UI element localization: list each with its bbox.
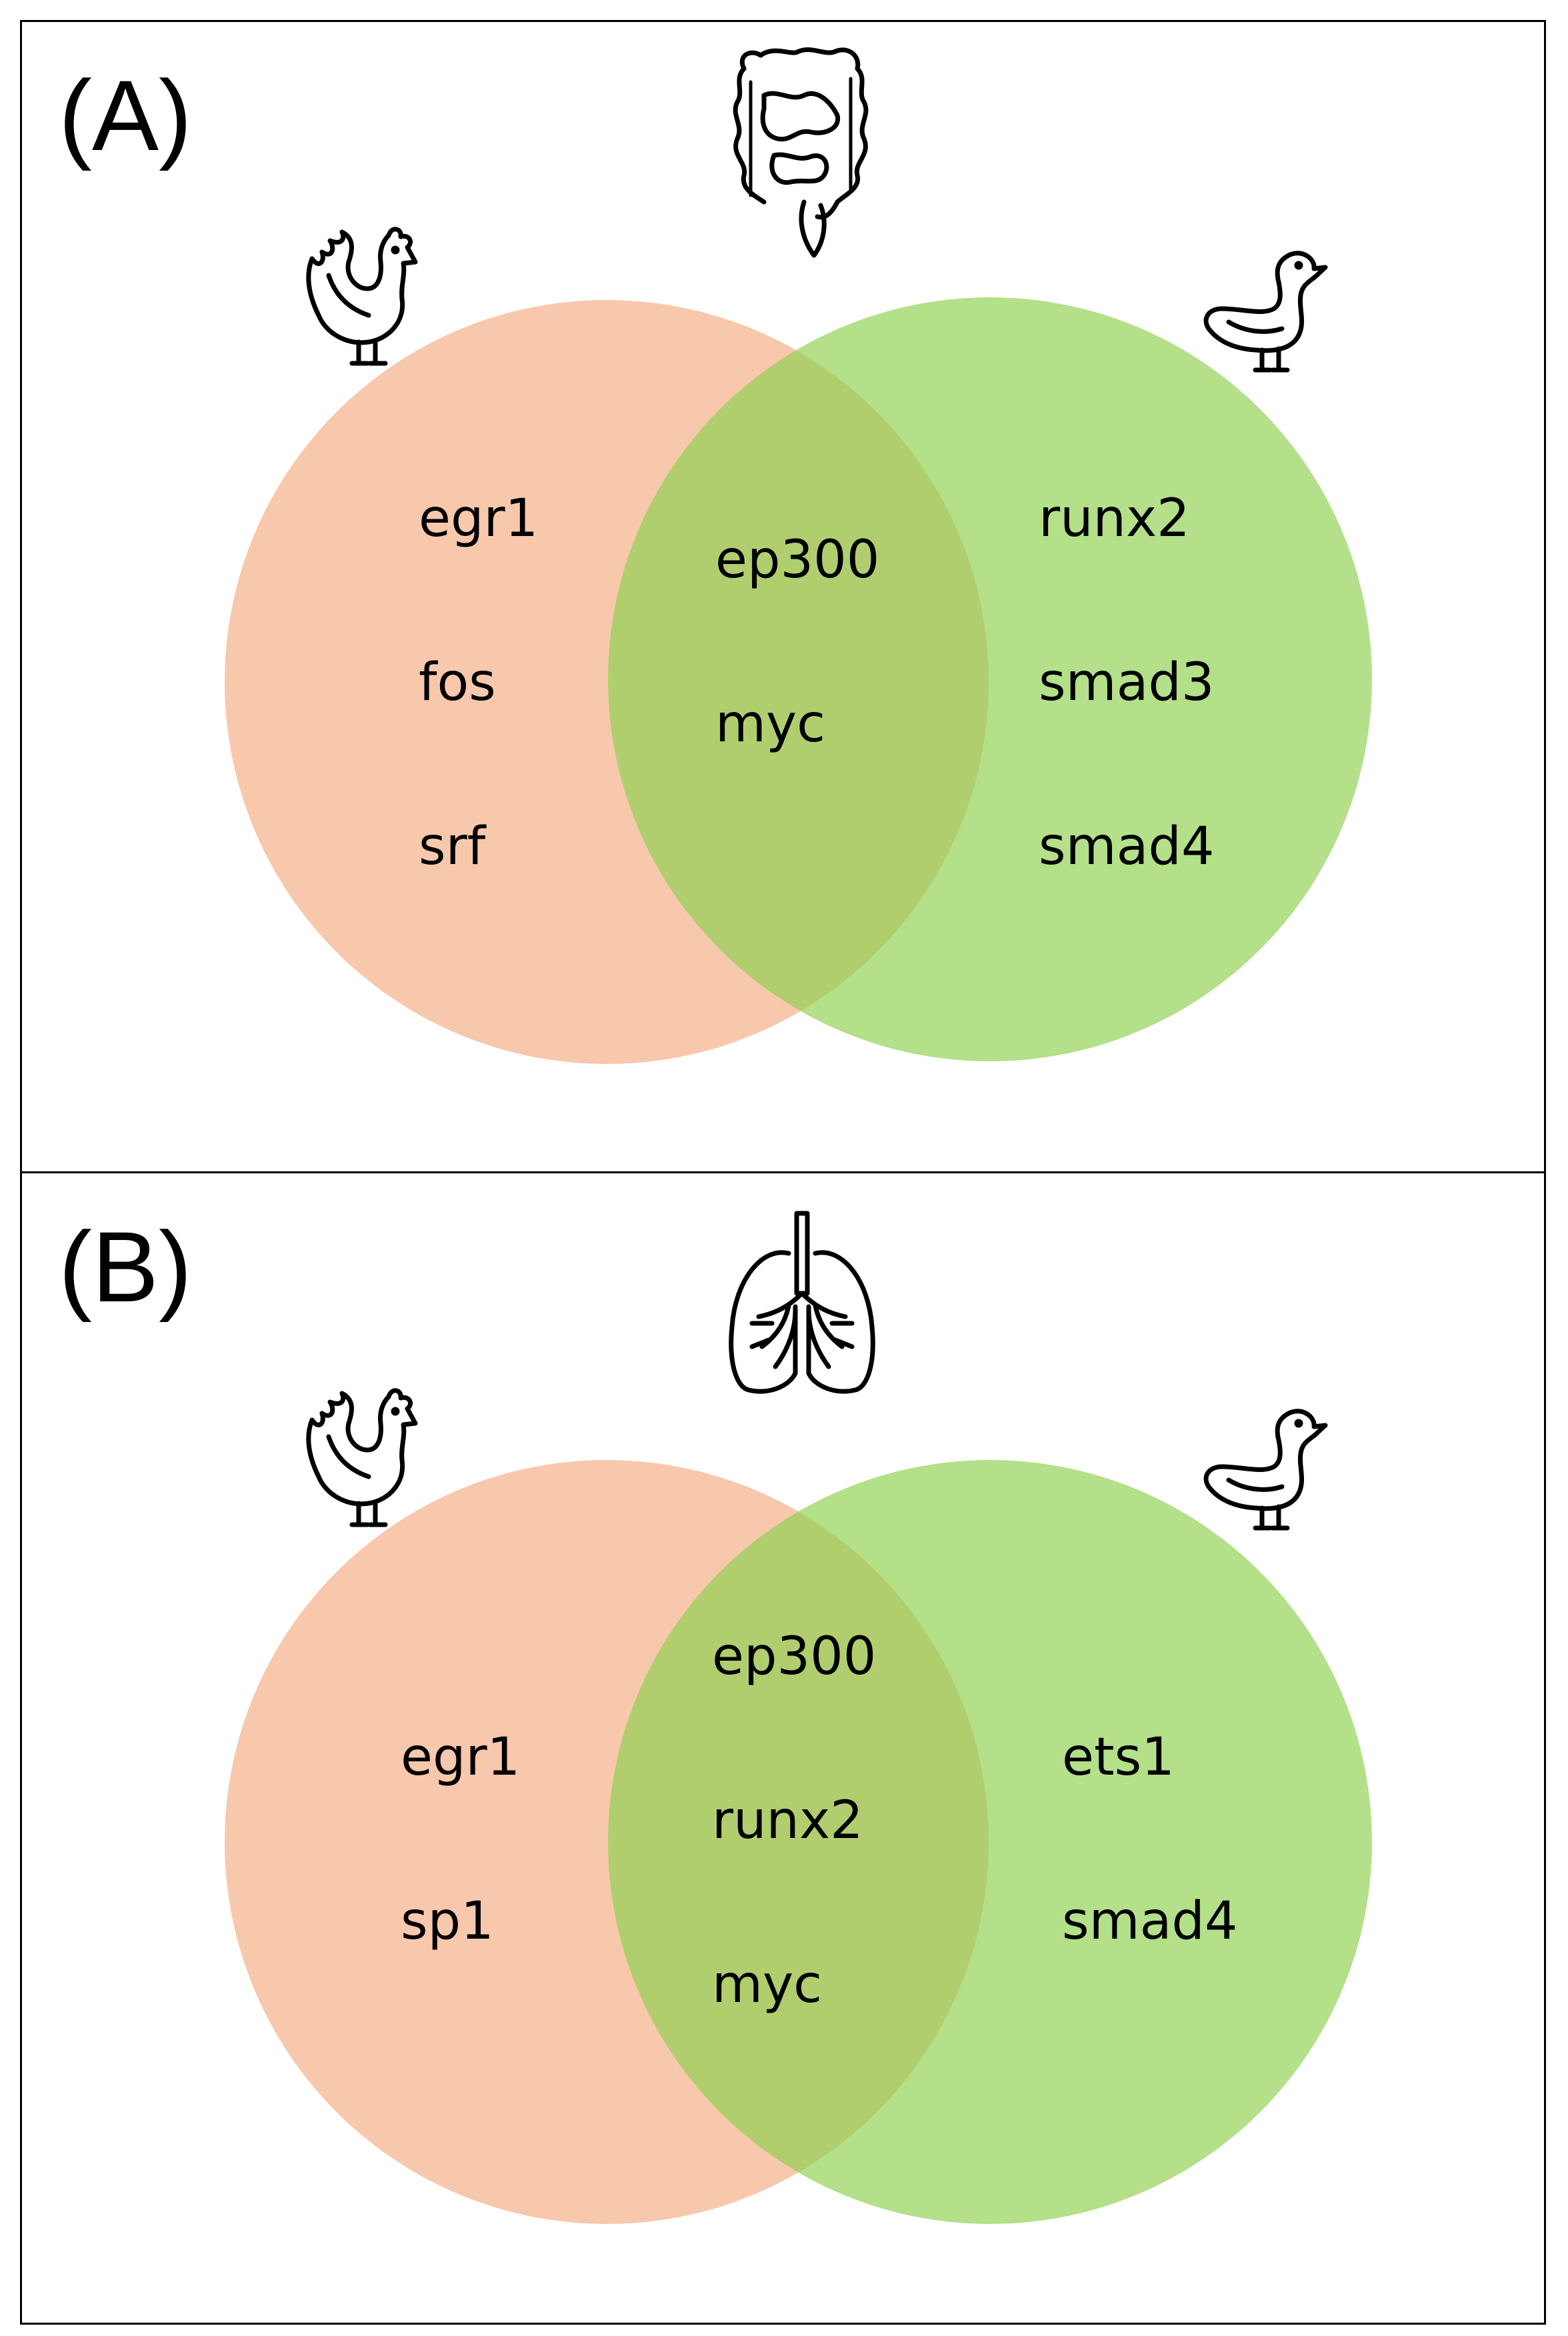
gene-label: srf (419, 817, 486, 877)
gene-label: ets1 (1062, 1727, 1175, 1787)
gene-label: egr1 (419, 489, 539, 549)
gene-label: egr1 (401, 1727, 521, 1787)
lungs-icon (729, 1211, 875, 1394)
gene-label: runx2 (1039, 489, 1190, 549)
venn-diagram-a (225, 297, 1372, 1064)
duck-icon (1203, 1409, 1328, 1531)
duck-circle (608, 1460, 1372, 2224)
gene-label: myc (712, 1955, 823, 2015)
panel-label: (B) (59, 1211, 192, 1323)
panel-b: (B) egr1 sp1 ep300 runx2 myc (20, 1171, 1546, 2325)
gene-label: ep300 (715, 530, 880, 590)
duck-circle (608, 297, 1372, 1061)
panel-a: (A) egr1 fos srf ep300 (20, 20, 1546, 1173)
gene-label: runx2 (712, 1791, 863, 1851)
gene-label: sp1 (401, 1891, 494, 1951)
gene-label: fos (419, 653, 496, 713)
intestine-icon (733, 47, 869, 258)
gene-label: smad4 (1039, 817, 1215, 877)
panel-label: (A) (59, 59, 192, 171)
gene-label: ep300 (712, 1627, 877, 1687)
gene-label: smad4 (1062, 1891, 1238, 1951)
venn-diagram-b (225, 1460, 1372, 2224)
chicken-icon (306, 227, 418, 366)
gene-label: smad3 (1039, 653, 1215, 713)
gene-label: myc (715, 694, 826, 754)
duck-icon (1203, 251, 1328, 373)
chicken-icon (306, 1388, 418, 1527)
